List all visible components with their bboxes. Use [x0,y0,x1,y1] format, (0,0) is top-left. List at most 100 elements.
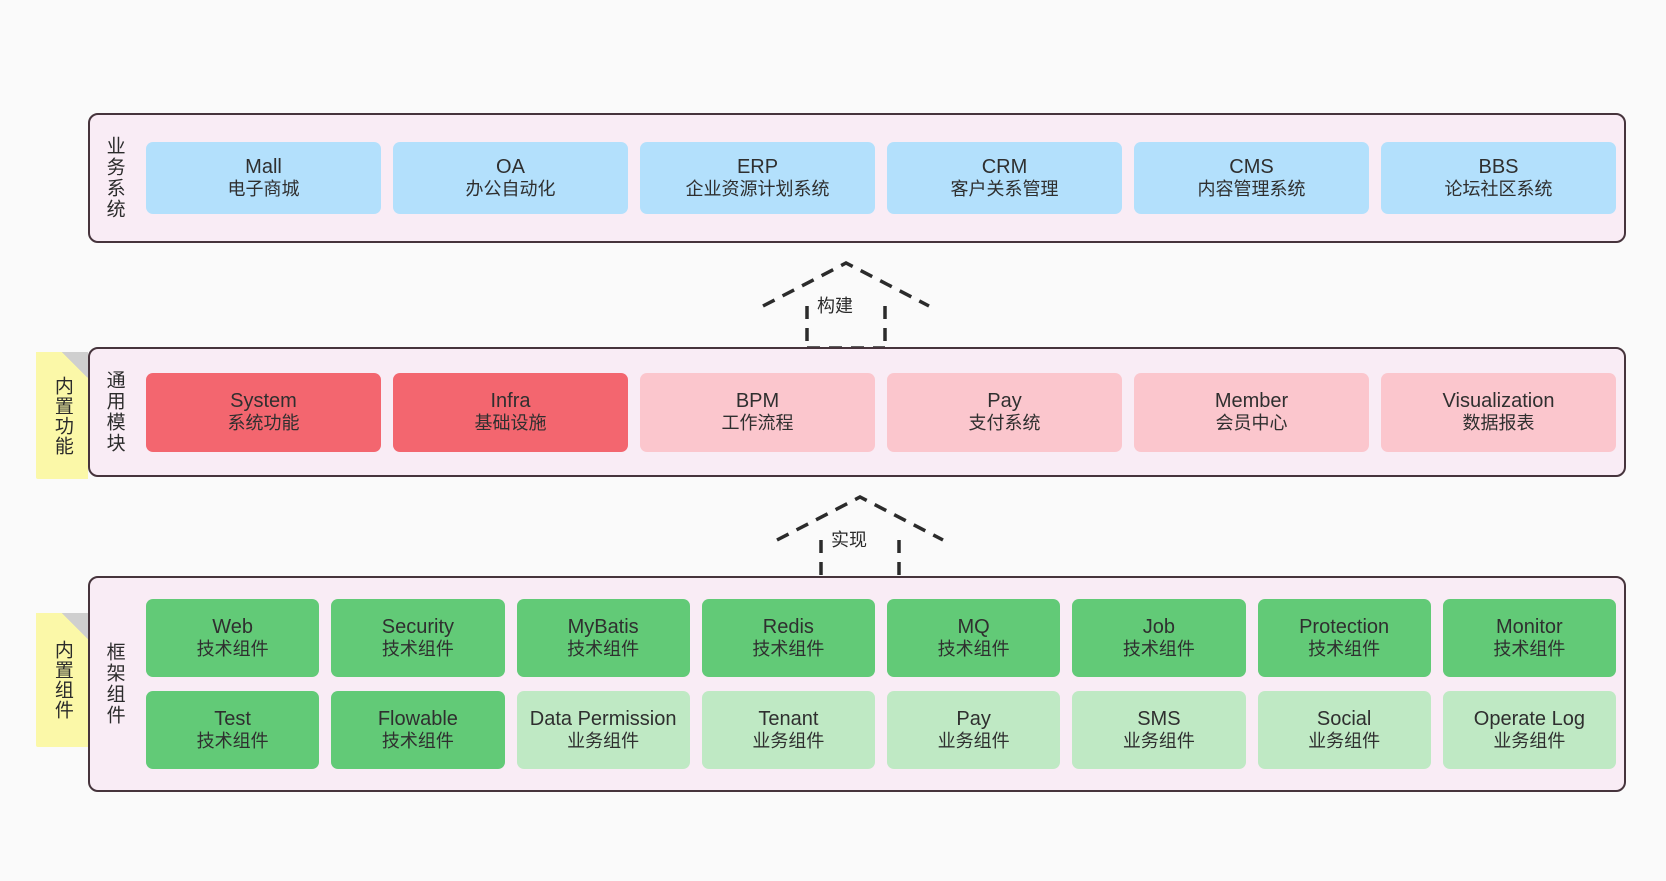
box-title: ERP [736,155,779,178]
box-security[interactable]: Security 技术组件 [331,599,505,677]
box-subtitle: 技术组件 [381,731,454,752]
layer-business-system: 业务系统 Mall 电子商城 OA 办公自动化 ERP 企业资源计划系统 [88,113,1626,243]
box-title: System [230,389,297,412]
box-protection[interactable]: Protection 技术组件 [1257,599,1431,677]
box-mall[interactable]: Mall 电子商城 [146,142,381,214]
box-title: Data Permission [529,707,677,730]
box-subtitle: 论坛社区系统 [1444,179,1553,200]
box-title: Test [214,707,251,730]
box-redis[interactable]: Redis 技术组件 [701,599,875,677]
box-title: BBS [1478,155,1519,178]
box-infra[interactable]: Infra 基础设施 [393,372,628,452]
box-subtitle: 技术组件 [381,639,454,660]
box-title: SMS [1137,707,1181,730]
box-title: Redis [762,615,814,638]
box-title: Mall [245,155,282,178]
layer-body-common-module: System 系统功能 Infra 基础设施 BPM 工作流程 Pay 支付系统 [138,349,1624,475]
box-subtitle: 支付系统 [968,413,1041,434]
box-subtitle: 技术组件 [567,639,640,660]
box-title: Flowable [377,707,458,730]
box-subtitle: 基础设施 [474,413,547,434]
box-title: CMS [1229,155,1274,178]
box-title: OA [496,155,525,178]
box-title: Operate Log [1473,707,1585,730]
box-subtitle: 技术组件 [752,639,825,660]
box-data-permission[interactable]: Data Permission 业务组件 [516,691,690,769]
box-oa[interactable]: OA 办公自动化 [393,142,628,214]
sticky-fold-corner [62,613,88,639]
box-bbs[interactable]: BBS 论坛社区系统 [1381,142,1616,214]
box-title: Pay [956,707,991,730]
box-subtitle: 业务组件 [567,731,640,752]
box-web[interactable]: Web 技术组件 [146,599,320,677]
box-subtitle: 电子商城 [227,179,300,200]
box-social[interactable]: Social 业务组件 [1257,691,1431,769]
box-subtitle: 会员中心 [1215,413,1288,434]
layer-common-module: 通用模块 System 系统功能 Infra 基础设施 BPM 工作流程 [88,347,1626,477]
row-business-systems: Mall 电子商城 OA 办公自动化 ERP 企业资源计划系统 CRM 客户关系… [146,142,1616,214]
box-mq[interactable]: MQ 技术组件 [887,599,1061,677]
box-title: Member [1214,389,1289,412]
box-crm[interactable]: CRM 客户关系管理 [887,142,1122,214]
arrow-head [776,495,944,542]
box-pay-component[interactable]: Pay 业务组件 [887,691,1061,769]
layer-label-common-module: 通用模块 [103,370,125,454]
arrow-stem [805,306,887,350]
layer-framework-component: 框架组件 Web 技术组件 Security 技术组件 MyBatis 技术组件 [88,576,1626,792]
layer-label-framework-component: 框架组件 [103,642,125,726]
box-sms[interactable]: SMS 业务组件 [1072,691,1246,769]
row-common-modules: System 系统功能 Infra 基础设施 BPM 工作流程 Pay 支付系统 [146,372,1616,452]
box-title: CRM [981,155,1028,178]
arrow-head [762,261,930,308]
box-member[interactable]: Member 会员中心 [1134,372,1369,452]
box-visualization[interactable]: Visualization 数据报表 [1381,372,1616,452]
sticky-note-label: 内置功能 [51,375,73,456]
box-flowable[interactable]: Flowable 技术组件 [331,691,505,769]
connector-implement-label: 实现 [828,526,870,552]
box-title: Job [1142,615,1175,638]
box-subtitle: 业务组件 [1122,731,1195,752]
box-system[interactable]: System 系统功能 [146,372,381,452]
box-subtitle: 业务组件 [1308,731,1381,752]
box-title: Social [1316,707,1372,730]
box-subtitle: 内容管理系统 [1197,179,1306,200]
layer-body-business-system: Mall 电子商城 OA 办公自动化 ERP 企业资源计划系统 CRM 客户关系… [138,115,1624,241]
box-subtitle: 技术组件 [1122,639,1195,660]
box-job[interactable]: Job 技术组件 [1072,599,1246,677]
connector-implement: 实现 [772,492,952,580]
box-subtitle: 技术组件 [937,639,1010,660]
box-subtitle: 企业资源计划系统 [685,179,830,200]
box-subtitle: 技术组件 [1308,639,1381,660]
box-subtitle: 客户关系管理 [950,179,1059,200]
connector-build: 构建 [758,258,938,350]
sticky-fold-corner [62,352,88,378]
box-title: BPM [735,389,780,412]
connector-build-label: 构建 [814,292,856,318]
layer-label-business-system: 业务系统 [103,136,125,220]
box-erp[interactable]: ERP 企业资源计划系统 [640,142,875,214]
box-subtitle: 业务组件 [1493,731,1566,752]
box-subtitle: 技术组件 [196,731,269,752]
box-title: Protection [1299,615,1390,638]
row-technical-components: Web 技术组件 Security 技术组件 MyBatis 技术组件 Redi… [146,599,1616,677]
box-monitor[interactable]: Monitor 技术组件 [1442,599,1616,677]
box-cms[interactable]: CMS 内容管理系统 [1134,142,1369,214]
box-subtitle: 技术组件 [1493,639,1566,660]
box-operate-log[interactable]: Operate Log 业务组件 [1442,691,1616,769]
box-subtitle: 数据报表 [1462,413,1535,434]
sticky-note-builtin-function: 内置功能 [36,352,88,479]
box-title: Visualization [1442,389,1555,412]
box-bpm[interactable]: BPM 工作流程 [640,372,875,452]
box-test[interactable]: Test 技术组件 [146,691,320,769]
box-title: Infra [490,389,531,412]
box-mybatis[interactable]: MyBatis 技术组件 [516,599,690,677]
box-title: MyBatis [567,615,639,638]
box-subtitle: 工作流程 [721,413,794,434]
arrow-stem [819,540,901,580]
box-pay-module[interactable]: Pay 支付系统 [887,372,1122,452]
box-title: Monitor [1496,615,1563,638]
box-subtitle: 办公自动化 [465,179,556,200]
box-tenant[interactable]: Tenant 业务组件 [701,691,875,769]
box-title: Web [212,615,253,638]
